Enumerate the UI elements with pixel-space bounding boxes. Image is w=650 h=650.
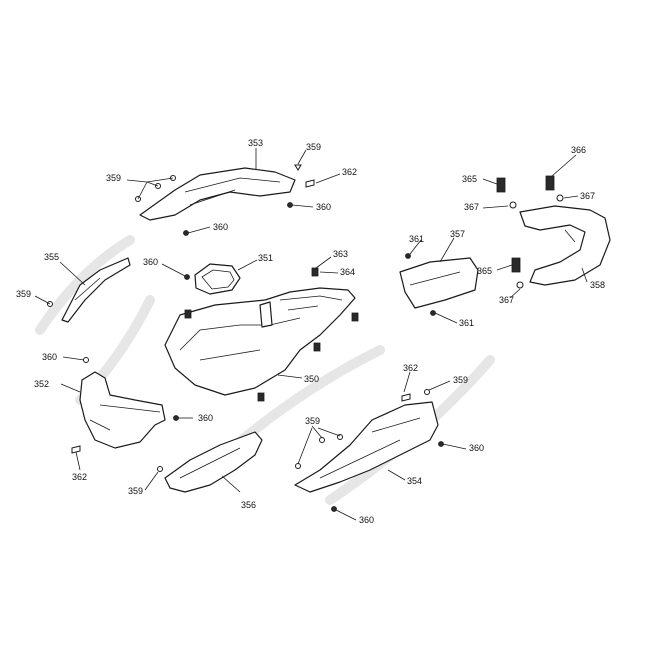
part-358-rear-handle [519, 205, 611, 286]
rubber-grommet-icon [545, 175, 555, 191]
part-355-side-strip [61, 257, 131, 323]
callout-359: 359 [453, 375, 468, 385]
washer-icon [509, 201, 517, 209]
bolt-icon [438, 441, 444, 447]
clip-icon [401, 393, 411, 402]
part-354-right-cover [294, 401, 439, 493]
callout-354: 354 [407, 476, 422, 486]
callout-352: 352 [34, 379, 49, 389]
bolt-icon [184, 309, 192, 319]
callout-360: 360 [316, 202, 331, 212]
screw-icon [424, 389, 430, 395]
callout-360: 360 [213, 222, 228, 232]
callout-365: 365 [462, 174, 477, 184]
screw-icon [319, 437, 325, 443]
callout-360: 360 [143, 257, 158, 267]
bolt-icon [173, 415, 179, 421]
part-351-rim [194, 263, 241, 295]
callout-350: 350 [304, 374, 319, 384]
screw-icon [294, 164, 302, 171]
clip-icon [71, 445, 81, 454]
callout-353: 353 [248, 138, 263, 148]
callout-361: 361 [459, 318, 474, 328]
screw-icon [157, 466, 163, 472]
callout-360: 360 [359, 515, 374, 525]
callout-360: 360 [42, 352, 57, 362]
bolt-icon [351, 312, 359, 322]
part-357-panel [399, 257, 479, 309]
bolt-icon [405, 253, 411, 259]
callout-359: 359 [16, 289, 31, 299]
callout-351: 351 [258, 253, 273, 263]
bolt-icon [430, 310, 436, 316]
bolt-icon [184, 274, 190, 280]
callout-357: 357 [450, 229, 465, 239]
bolt-icon [313, 342, 321, 352]
callout-367: 367 [464, 202, 479, 212]
leader-lines [34, 148, 588, 521]
bolt-icon [287, 202, 293, 208]
callout-356: 356 [241, 500, 256, 510]
part-356-lower-strip [164, 431, 263, 493]
callout-labels: 353 359 359 362 360 360 355 359 360 351 … [16, 138, 605, 525]
callout-359: 359 [128, 486, 143, 496]
clip-icon [305, 179, 315, 188]
rubber-grommet-icon [511, 257, 521, 273]
callout-365: 365 [477, 266, 492, 276]
bolt-icon [331, 506, 337, 512]
callout-364: 364 [340, 267, 355, 277]
callout-360: 360 [198, 413, 213, 423]
bolt-icon [183, 230, 189, 236]
bolt-icon [257, 392, 265, 402]
bolt-icon [311, 267, 319, 277]
washer-icon [556, 194, 564, 202]
part-353-upper-cover [139, 167, 296, 221]
rubber-grommet-icon [496, 177, 506, 193]
callout-362: 362 [342, 167, 357, 177]
callout-367: 367 [580, 191, 595, 201]
callout-366: 366 [571, 145, 586, 155]
screw-icon [83, 357, 89, 363]
part-350-seat-tub [164, 287, 356, 396]
washer-icon [516, 281, 524, 289]
callout-362: 362 [403, 363, 418, 373]
callout-359: 359 [306, 142, 321, 152]
callout-360: 360 [469, 443, 484, 453]
callout-359: 359 [305, 416, 320, 426]
callout-362: 362 [72, 472, 87, 482]
callout-363: 363 [333, 249, 348, 259]
part-352-left-cover [79, 371, 166, 449]
callout-358: 358 [590, 280, 605, 290]
callout-359: 359 [106, 173, 121, 183]
callout-361: 361 [409, 234, 424, 244]
callout-367: 367 [499, 295, 514, 305]
screw-icon [295, 463, 301, 469]
callout-355: 355 [44, 252, 59, 262]
